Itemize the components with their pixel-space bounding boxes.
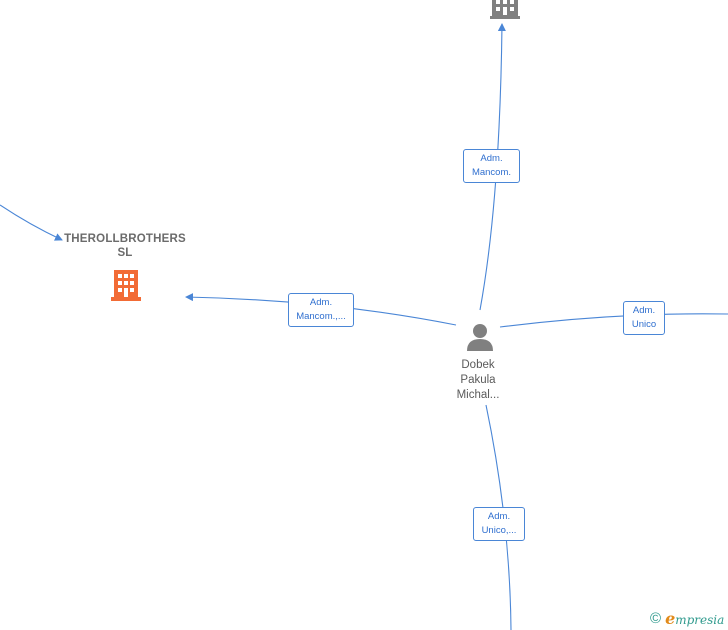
edge-label-to-company-main[interactable]: Adm. Mancom.,... [288,293,354,327]
person-icon[interactable] [465,322,495,357]
company-main-name-line2: SL [117,247,133,259]
person-name-line2: Pakula [460,374,496,386]
copyright-icon: © [650,609,662,627]
company-main-building-icon[interactable] [109,268,143,307]
edge-label-line1: Adm. [487,511,511,522]
brand-initial: e [665,609,676,628]
edge-label-line2: Mancom.,... [296,311,346,322]
brand-footer: © empresia [650,609,724,628]
brand-rest: mpresia [675,613,725,627]
edge-label-to-bottom[interactable]: Adm. Unico,... [473,507,525,541]
company-main-name[interactable]: THEROLLBROTHERS SL [55,232,195,260]
edge-person-to-right [499,313,728,328]
edge-label-line2: Unico,... [481,525,517,536]
edge-label-to-right[interactable]: Adm. Unico [623,301,665,335]
edge-label-line1: Adm. [632,305,656,316]
edge-label-line2: Mancom. [471,167,512,178]
brand-logo: empresia [665,609,724,628]
company-top-building-icon[interactable] [490,0,522,25]
edge-label-line2: Unico [631,319,657,330]
edge-label-line1: Adm. [480,153,503,164]
person-name-line1: Dobek [461,359,495,371]
person-name[interactable]: Dobek Pakula Michal... [438,358,518,403]
edge-label-line1: Adm. [309,297,333,308]
person-name-line3: Michal... [456,389,500,401]
edge-label-to-company-top[interactable]: Adm. Mancom. [463,149,520,183]
edge-person-to-company-top [479,23,506,311]
edge-offscreen-to-company [0,204,63,241]
company-main-name-line1: THEROLLBROTHERS [64,233,186,245]
